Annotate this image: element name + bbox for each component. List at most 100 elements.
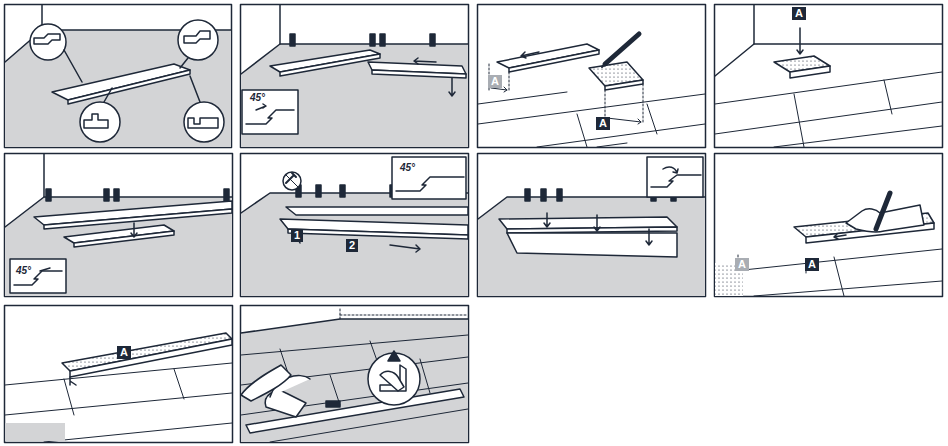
art-path: [380, 365, 406, 391]
art-rect: [326, 401, 340, 407]
reference-mark: A: [792, 7, 806, 20]
step-3-panel: [478, 5, 706, 148]
step-10-panel: [241, 306, 469, 443]
art-path: [607, 118, 641, 124]
art-path: [286, 173, 296, 183]
art-path: [876, 193, 890, 229]
art-circle: [283, 172, 301, 190]
art-polygon: [509, 50, 599, 72]
art-path: [286, 175, 298, 187]
art-circle: [184, 102, 224, 142]
art-rect: [525, 189, 530, 201]
art-path: [34, 34, 60, 44]
step-7-panel: [478, 154, 706, 297]
art-path: [797, 28, 803, 54]
art-rect: [715, 5, 943, 148]
art-path: [489, 64, 509, 92]
art-polygon: [241, 193, 468, 296]
art-line: [43, 154, 45, 197]
art-path: [414, 58, 436, 64]
art-polygon: [68, 70, 190, 104]
step-8-panel: [715, 154, 943, 297]
art-path: [390, 245, 420, 252]
art-line: [279, 5, 281, 44]
art-path: [241, 365, 291, 401]
art-rect: [541, 189, 546, 201]
art-path: [84, 114, 108, 128]
art-polygon: [372, 70, 466, 78]
art-rect: [478, 5, 706, 148]
art-rect: [104, 189, 109, 201]
art-path: [715, 249, 942, 296]
art-polygon: [715, 5, 942, 147]
reference-mark: A: [735, 258, 749, 271]
art-path: [241, 335, 468, 442]
reference-mark: A: [805, 258, 819, 271]
art-rect: [10, 259, 66, 293]
art-rect: [5, 306, 233, 443]
art-path: [396, 177, 464, 191]
art-rect: [290, 34, 295, 46]
art-polygon: [288, 229, 468, 239]
step-4-panel: [715, 5, 943, 148]
art-polygon: [246, 389, 464, 433]
angle-label: 45°: [250, 91, 265, 104]
art-polygon: [507, 233, 677, 257]
art-line: [190, 76, 200, 102]
art-rect: [340, 185, 345, 197]
art-path: [663, 167, 678, 173]
art-rect: [370, 34, 375, 46]
art-polygon: [388, 351, 400, 361]
art-polygon: [44, 209, 232, 229]
art-rect: [5, 423, 65, 441]
angle-label: 45°: [400, 161, 415, 174]
art-path: [256, 104, 266, 110]
reference-mark: A: [488, 75, 502, 88]
art-rect: [241, 5, 469, 148]
art-polygon: [5, 197, 232, 296]
art-rect: [241, 154, 469, 297]
art-polygon: [605, 80, 643, 90]
art-path: [241, 319, 468, 333]
art-polygon: [790, 66, 830, 78]
art-path: [340, 309, 468, 319]
art-line: [753, 5, 755, 44]
art-rect: [715, 154, 943, 297]
art-rect: [241, 306, 469, 443]
art-path: [188, 118, 218, 128]
art-rect: [114, 189, 119, 201]
art-line: [64, 50, 82, 82]
art-rect: [5, 154, 233, 297]
angle-label: 45°: [16, 264, 31, 277]
art-polygon: [241, 319, 468, 442]
art-path: [246, 110, 294, 124]
art-rect: [5, 5, 232, 148]
callout-number: 1: [291, 229, 303, 242]
art-rect: [242, 90, 298, 134]
art-rect: [380, 34, 385, 46]
art-rect: [647, 157, 703, 197]
reference-mark: A: [117, 346, 131, 359]
art-path: [5, 363, 232, 442]
art-polygon: [478, 197, 705, 296]
art-path: [544, 213, 652, 245]
art-circle: [178, 20, 218, 60]
art-path: [380, 371, 404, 391]
art-path: [715, 72, 942, 147]
step-1-panel: [5, 5, 232, 148]
reference-mark: A: [596, 117, 610, 130]
art-polygon: [52, 64, 190, 100]
art-polygon: [62, 333, 232, 371]
art-polygon: [241, 44, 468, 147]
callout-number: 2: [346, 239, 358, 252]
art-circle: [30, 24, 66, 60]
art-path: [70, 377, 76, 385]
step-5-panel: [5, 154, 233, 297]
art-path: [602, 64, 605, 67]
art-path: [521, 52, 539, 58]
art-rect: [46, 189, 51, 201]
art-path: [449, 78, 455, 96]
art-line: [104, 88, 112, 102]
